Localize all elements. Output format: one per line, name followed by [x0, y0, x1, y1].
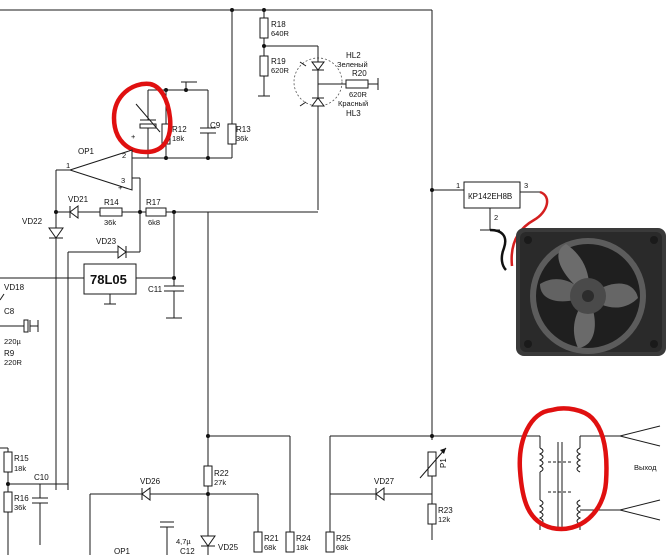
hl2-label: HL2	[346, 51, 361, 60]
cooling-fan-illustration	[516, 228, 666, 356]
r22-label: R22	[214, 469, 229, 478]
r23-value: 12k	[438, 515, 450, 524]
regulator-78l05: 78L05 C11	[0, 212, 184, 319]
feedback-network: R13 36k R12 18k C9	[140, 10, 251, 160]
op1-lower-label: OP1	[114, 547, 131, 555]
vd26-label: VD26	[140, 477, 161, 486]
r24-value: 18k	[296, 543, 308, 552]
vd22-label: VD22	[22, 217, 43, 226]
r25-label: R25	[336, 534, 351, 543]
op1-pin-2: 2	[122, 151, 126, 160]
c10-label: C10	[34, 473, 49, 482]
r16-label: R16	[14, 494, 29, 503]
r17-label: R17	[146, 198, 161, 207]
vd27-label: VD27	[374, 477, 395, 486]
r25-value: 68k	[336, 543, 348, 552]
r21-label: R21	[264, 534, 279, 543]
r15-label: R15	[14, 454, 29, 463]
r14-value: 36k	[104, 218, 116, 227]
diode-vd27: VD27	[374, 477, 395, 501]
diode-vd26: VD26	[140, 477, 161, 501]
op1-pin-1: 1	[66, 161, 70, 170]
lower-bus	[89, 212, 520, 555]
diode-vd25: VD25	[200, 535, 239, 552]
left-edge-components: VD18 C8 220µ R9 220R	[0, 283, 39, 367]
c11-label: C11	[148, 285, 163, 294]
r13-value: 36k	[236, 134, 248, 143]
c8-label: C8	[4, 307, 15, 316]
fan-wires	[489, 190, 549, 271]
kp142-pin-3: 3	[524, 181, 528, 190]
resistor-r21: R21 68k	[253, 531, 279, 553]
r22-value: 27k	[214, 478, 226, 487]
c12-label: C12	[180, 547, 195, 555]
lower-left-network: R15 18k R16 36k C10	[0, 447, 68, 555]
highlighted-capacitor: +	[111, 81, 173, 158]
regulator-kp142eh8b: КР142ЕН8В 1 3 2	[430, 181, 540, 231]
resistor-r20: R20 620R	[318, 69, 379, 99]
resistor-r24: R24 18k	[285, 531, 311, 553]
r16-value: 36k	[14, 503, 26, 512]
r12-label: R12	[172, 125, 187, 134]
resistor-r22: R22 27k	[203, 465, 229, 487]
r15-value: 18k	[14, 464, 26, 473]
78l05-label: 78L05	[90, 272, 127, 287]
r14-label: R14	[104, 198, 119, 207]
red-annotation-circle-top	[111, 81, 173, 155]
kp142-label: КР142ЕН8В	[468, 192, 512, 201]
diode-vd22: VD22	[22, 217, 64, 239]
hl3-color: Красный	[338, 99, 368, 108]
r17-value: 6k8	[148, 218, 160, 227]
output-label: Выход	[634, 463, 657, 472]
r23-label: R23	[438, 506, 453, 515]
op1-label: OP1	[78, 147, 95, 156]
r20-label: R20	[352, 69, 367, 78]
resistor-r19: R19 620R	[258, 44, 318, 97]
vd21-label: VD21	[68, 195, 89, 204]
red-annotation-circle-bottom	[517, 406, 609, 532]
c12-value: 4,7µ	[176, 537, 191, 546]
led-pair-hl2-hl3: HL2 Зеленый Красный HL3	[293, 46, 368, 210]
r12-value: 18k	[172, 134, 184, 143]
potentiometer-p1: P1 R23 12k	[419, 447, 453, 540]
opamp-op1: OP1 1 2 3 +	[55, 147, 141, 490]
kp142-pin-1: 1	[456, 181, 460, 190]
r18-value: 640R	[271, 29, 290, 38]
op1-plus: +	[118, 183, 123, 192]
hl3-label: HL3	[346, 109, 361, 118]
c9-label: C9	[210, 121, 221, 130]
output-transformer: Выход	[517, 406, 661, 532]
r9-label: R9	[4, 349, 15, 358]
diode-vd23: VD23	[67, 212, 141, 490]
vd23-label: VD23	[96, 237, 117, 246]
hl2-color: Зеленый	[337, 60, 368, 69]
vd25-label: VD25	[218, 543, 239, 552]
r13-label: R13	[236, 125, 251, 134]
cap-plus-sign: +	[131, 132, 136, 141]
r19-label: R19	[271, 57, 286, 66]
r19-value: 620R	[271, 66, 290, 75]
resistor-r25: R25 68k	[325, 531, 351, 553]
kp142-pin-2: 2	[494, 213, 498, 222]
resistor-r18: R18 640R	[259, 10, 290, 56]
capacitor-c12: 4,7µ C12 OP1	[114, 521, 195, 555]
r9-value: 220R	[4, 358, 23, 367]
r21-value: 68k	[264, 543, 276, 552]
r20-value: 620R	[349, 90, 368, 99]
top-rail	[0, 8, 433, 440]
r24-label: R24	[296, 534, 311, 543]
vd18-label: VD18	[4, 283, 25, 292]
row-vd21-r14-r17: VD21 R14 36k R17 6k8	[54, 195, 318, 227]
p1-label: P1	[439, 458, 448, 468]
op1-pin-3: 3	[121, 176, 125, 185]
c8-value: 220µ	[4, 337, 22, 346]
r18-label: R18	[271, 20, 286, 29]
